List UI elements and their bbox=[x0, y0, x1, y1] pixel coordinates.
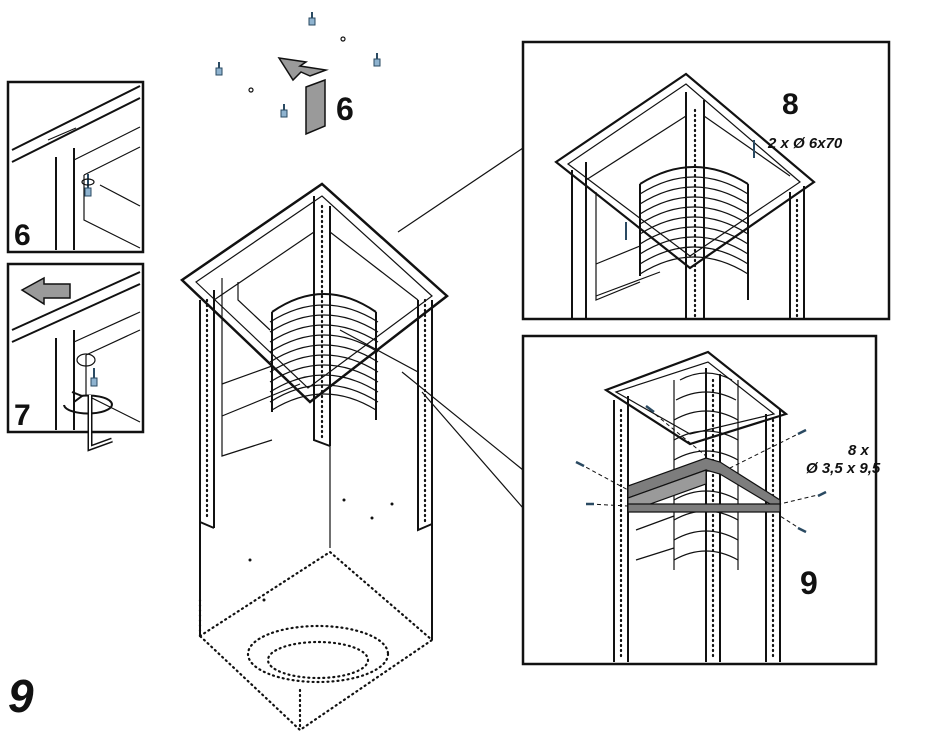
detail-8-screw-spec: 2 x Ø 6x70 bbox=[767, 135, 843, 152]
screw-icon bbox=[575, 460, 585, 468]
washer-icon bbox=[248, 87, 254, 93]
callout-line-top bbox=[397, 147, 524, 233]
screw-icon bbox=[645, 405, 655, 413]
screw-guide-lines bbox=[579, 409, 823, 531]
detail-panel-8: 8 2 x Ø 6x70 bbox=[521, 40, 891, 321]
washer-icon bbox=[340, 36, 346, 42]
left-arrow-icon bbox=[20, 276, 71, 306]
detail-9-count: 8 x bbox=[848, 442, 870, 459]
lift-arrow-icon bbox=[277, 57, 329, 136]
inset-step-6: 6 bbox=[6, 80, 145, 254]
detail-9-screw-spec: Ø 3,5 x 9,5 bbox=[806, 460, 881, 477]
screw-icon bbox=[280, 104, 288, 118]
rotation-icon bbox=[63, 391, 113, 415]
brace-bracket bbox=[627, 457, 781, 513]
detail-panel-9: 8 x Ø 3,5 x 9,5 9 bbox=[521, 334, 881, 666]
screw-icon bbox=[373, 53, 381, 67]
inset-7-number: 7 bbox=[14, 399, 31, 432]
inset-step-7: 7 bbox=[6, 262, 145, 452]
screw-icon bbox=[797, 428, 807, 436]
main-chimney bbox=[180, 182, 449, 732]
detail-8-number: 8 bbox=[782, 88, 799, 121]
figure-number: 9 bbox=[8, 670, 34, 722]
allen-key-icon bbox=[87, 395, 113, 452]
screw-icon bbox=[215, 62, 223, 76]
flexible-duct bbox=[639, 166, 749, 300]
screw-icon bbox=[308, 12, 316, 26]
callout-line-bottom bbox=[421, 391, 524, 509]
flexible-duct bbox=[269, 293, 379, 420]
callout-line-bottom-2 bbox=[401, 371, 524, 471]
step-6-label: 6 bbox=[336, 91, 354, 127]
screw-icon bbox=[817, 490, 827, 498]
detail-9-number: 9 bbox=[800, 565, 818, 601]
screw-icon bbox=[797, 526, 807, 534]
top-screws-group bbox=[215, 12, 381, 118]
inset-6-number: 6 bbox=[14, 219, 31, 252]
